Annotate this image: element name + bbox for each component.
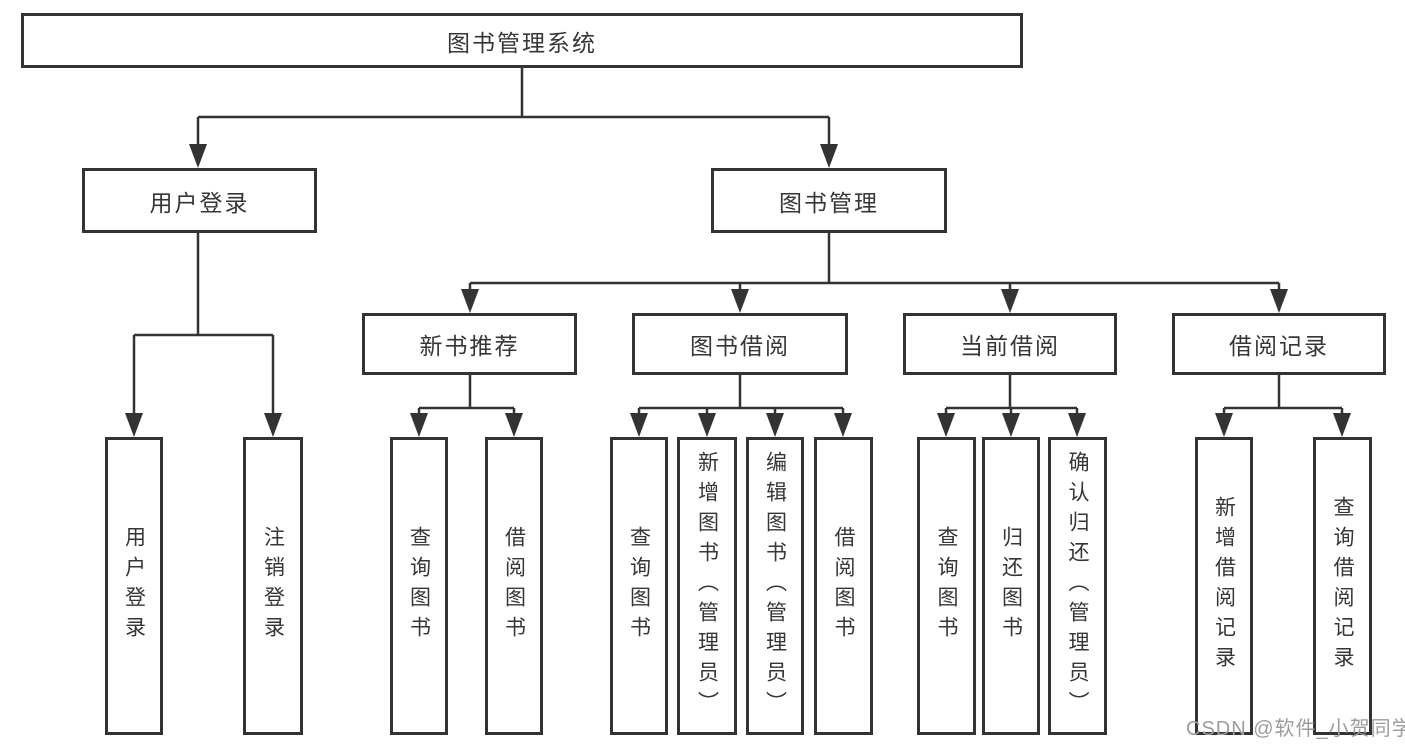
leaf-query-books-current-label: 查询图书 (935, 526, 958, 646)
node-borrow-records-label: 借阅记录 (1229, 333, 1329, 359)
leaf-query-books-recommend-label: 查询图书 (407, 526, 431, 646)
leaf-return-books-label: 归还图书 (999, 526, 1023, 646)
leaf-add-books-admin-label: 新增图书（管理员） (695, 451, 719, 721)
watermark-text: CSDN @软件_小贺同学 (1186, 718, 1405, 740)
node-current-borrow-label: 当前借阅 (960, 333, 1060, 359)
leaf-edit-books-admin-label: 编辑图书（管理员） (763, 451, 787, 721)
leaf-query-books-recommend: 查询图书 (390, 437, 448, 735)
leaf-logout-login: 注销登录 (243, 437, 303, 735)
node-user-login-label: 用户登录 (149, 189, 250, 216)
node-book-borrow-label: 图书借阅 (690, 333, 790, 359)
leaf-logout-login-label: 注销登录 (261, 526, 285, 646)
leaf-add-borrow-record-label: 新增借阅记录 (1212, 496, 1236, 676)
node-current-borrow: 当前借阅 (903, 313, 1117, 375)
node-book-management: 图书管理 (711, 168, 947, 233)
leaf-borrow-books-recommend: 借阅图书 (485, 437, 543, 735)
node-book-borrow: 图书借阅 (632, 313, 848, 375)
leaf-borrow-books-borrow-label: 借阅图书 (832, 526, 855, 646)
node-library-system-label: 图书管理系统 (447, 29, 597, 56)
leaf-return-books: 归还图书 (982, 437, 1040, 735)
leaf-borrow-books-borrow: 借阅图书 (814, 437, 873, 735)
leaf-add-books-admin: 新增图书（管理员） (677, 437, 737, 735)
leaf-borrow-books-recommend-label: 借阅图书 (502, 526, 526, 646)
leaf-add-borrow-record: 新增借阅记录 (1195, 437, 1253, 735)
leaf-user-login: 用户登录 (105, 437, 163, 735)
node-user-login: 用户登录 (82, 168, 317, 233)
node-library-system: 图书管理系统 (21, 13, 1023, 68)
leaf-query-books-borrow-label: 查询图书 (627, 526, 651, 646)
leaf-confirm-return-admin: 确认归还（管理员） (1048, 437, 1107, 735)
node-book-management-label: 图书管理 (779, 189, 879, 216)
node-borrow-records: 借阅记录 (1172, 313, 1386, 375)
leaf-query-books-current: 查询图书 (917, 437, 976, 735)
node-new-book-recommend: 新书推荐 (362, 313, 577, 375)
leaf-edit-books-admin: 编辑图书（管理员） (746, 437, 804, 735)
node-new-book-recommend-label: 新书推荐 (419, 333, 520, 359)
leaf-confirm-return-admin-label: 确认归还（管理员） (1066, 451, 1089, 721)
leaf-user-login-label: 用户登录 (122, 526, 146, 646)
leaf-query-books-borrow: 查询图书 (610, 437, 668, 735)
leaf-query-borrow-record-label: 查询借阅记录 (1331, 496, 1354, 676)
arrowheads (125, 144, 1351, 437)
leaf-query-borrow-record: 查询借阅记录 (1313, 437, 1372, 735)
